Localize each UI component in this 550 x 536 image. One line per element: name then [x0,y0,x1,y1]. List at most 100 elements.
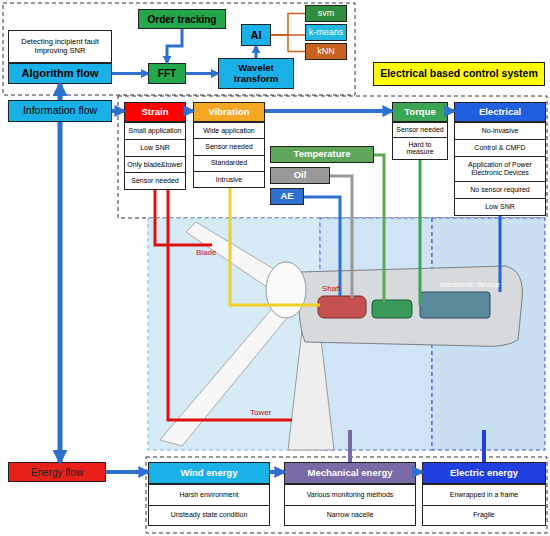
hub-shape [266,262,306,318]
node-text: Information flow [9,105,111,117]
leader-line [304,197,340,296]
gearbox-shape [318,296,366,318]
leader-line [482,430,486,462]
flow-arrow [58,122,63,462]
property-cell: No sensor required [455,181,545,198]
flow-arrow [255,46,258,58]
property-cell: Wide application [194,122,264,138]
nacelle-shape [299,266,523,346]
flow-box: Information flow [8,100,112,122]
generator-shape [372,300,412,318]
leader-line [230,188,320,305]
group-frame [3,3,355,95]
flow-arrow [186,72,218,75]
flow-arrow [106,470,148,474]
property-cell: Narrow nacelle [285,505,415,526]
energy-list: Wind energyHarsh environmentUnsteady sta… [148,462,270,526]
property-cell: Control & CMFD [455,139,545,156]
part-name: Tower [250,408,271,417]
node-text: Improving SNR [9,47,111,55]
property-cell: No-invasive [455,122,545,139]
property-cell: Small application [125,122,185,139]
converter-shape [420,292,490,318]
leader-line [419,160,422,305]
category-box: Oil [270,167,330,184]
energy-list: Electric energyEnwrapped in a frameFragi… [422,462,546,526]
flow-arrow [448,109,454,113]
method-box: svm [305,5,347,22]
property-cell: Hard to measure [393,137,447,159]
category-list: VibrationWide applicationSensor neededSt… [193,102,265,188]
method-box: kNN [305,43,347,60]
property-cell: Intrusive [194,171,264,187]
flow-arrow [271,35,305,52]
tower-shape [288,330,334,450]
node-text: kNN [306,47,346,57]
node-text: Temperature [271,149,373,159]
flow-arrow [112,109,124,113]
node-text: Electrical based control system [374,68,544,80]
process-box: FFT [148,63,186,84]
property-cell: Low SNR [455,198,545,215]
flow-arrow [416,470,422,474]
category-heading: Wind energy [149,463,269,484]
node-text: svm [306,9,346,19]
process-box: AI [241,24,271,46]
category-heading: Mechanical energy [285,463,415,484]
category-list: StrainSmall applicationLow SNROnly blade… [124,102,186,190]
category-box: Temperature [270,146,374,163]
leader-line [374,155,384,302]
energy-list: Mechanical energyVarious monitoring meth… [284,462,416,526]
category-heading: Vibration [194,103,264,122]
node-text: Detecting incipient fault [9,38,111,46]
node-text: Algorithm flow [9,67,111,79]
flow-arrow [58,84,63,100]
category-heading: Torque [393,103,447,122]
node-text: k-means [306,28,346,38]
part-name: Shaft [322,284,341,293]
property-cell: Only blade&tower [125,156,185,173]
node-text: Order tracking [139,14,225,25]
property-cell: Standarded [194,155,264,171]
property-cell: Low SNR [125,139,185,156]
category-box: AE [270,188,304,205]
property-cell: Enwrapped in a frame [423,484,545,505]
property-cell: Harsh environment [149,484,269,505]
node-text: FFT [149,68,185,79]
property-cell: Application of Power Electronic Devices [455,156,545,181]
property-cell: Various monitoring methods [285,484,415,505]
node-text: Oil [271,170,329,180]
flow-arrow [265,109,392,113]
flow-arrow [186,109,193,113]
flow-arrow [167,29,182,63]
category-heading: Electrical [455,103,545,122]
property-cell: Sensor needed [125,172,185,189]
flow-arrow [112,72,148,75]
group-frame [146,457,547,533]
process-box: Order tracking [138,9,226,29]
node-text: AI [242,29,270,41]
property-cell: Sensor needed [194,138,264,154]
category-list: TorqueSensor neededHard to measure [392,102,448,160]
property-cell: Fragile [423,505,545,526]
flow-arrow [271,14,305,36]
category-heading: Strain [125,103,185,122]
part-name: electronic device [440,280,500,289]
blade-shape [160,304,292,446]
node-text: AE [271,191,303,201]
category-heading: Electric energy [423,463,545,484]
flow-arrow [271,34,305,36]
flow-arrow [270,470,284,474]
process-box: Algorithm flow [8,63,112,84]
group-frame [118,96,547,218]
node-text: Wavelet transform [219,63,293,84]
property-cell: Unsteady state condition [149,505,269,526]
node-text: Energy flow [9,467,105,478]
note-box: Detecting incipient faultImproving SNR [8,30,112,63]
process-box: Wavelet transform [218,58,294,89]
part-name: Blade [196,248,216,257]
method-box: k-means [305,24,347,41]
leader-line [155,190,212,245]
